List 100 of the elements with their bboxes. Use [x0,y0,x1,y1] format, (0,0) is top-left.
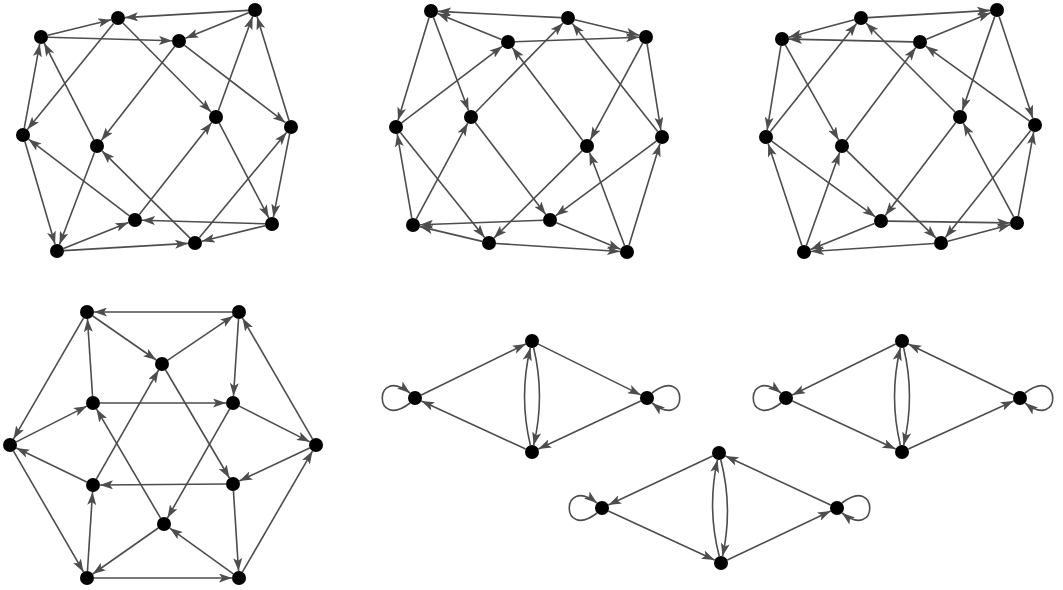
arrow [946,223,1012,242]
arrow [15,405,88,443]
arrow [232,490,243,572]
node-dot [86,478,100,492]
node-dot [128,213,142,227]
node-dot [86,396,100,410]
arrow [574,18,640,37]
node-dot [779,391,793,405]
node-dot [265,217,279,231]
arrow [201,224,266,243]
node-dot [482,236,496,250]
arrow [791,343,897,396]
arrow [436,12,503,41]
node-dot [389,120,403,134]
arrow [495,242,621,256]
node-dot [895,334,909,348]
arrow [961,15,996,112]
arrow [588,151,626,247]
arrow [791,400,897,450]
arrow [571,22,659,133]
arrow [770,140,877,218]
arrow [1024,384,1054,414]
arrow [83,318,94,397]
arrow [183,44,287,124]
arrow [218,122,270,219]
node-dot [543,213,557,227]
arrow [166,408,231,519]
arrow [607,455,714,506]
arrow [810,242,935,256]
arrow [841,494,871,524]
arrow [167,315,234,361]
arrow [752,382,782,412]
arrow [95,408,162,519]
arrow [893,347,902,446]
arrow [47,35,173,45]
arrow [846,150,937,239]
node-dot [934,236,948,250]
node-dot [232,305,246,319]
node-dot [655,130,669,144]
arrow [845,46,917,142]
node-dot [188,236,202,250]
node-dot [561,11,575,25]
arrow [241,450,314,573]
arrow [887,218,1011,228]
arrow [788,34,914,44]
arrow [907,400,1015,450]
arrow [229,318,240,397]
arrow [568,492,598,522]
arrow [238,447,311,482]
node-dot [835,139,849,153]
node-dot [830,501,844,515]
node-dot [775,32,789,46]
arrow [651,384,681,414]
node-dot [854,11,868,25]
arrow [805,151,841,247]
arrow [138,121,213,216]
node-dot [226,396,240,410]
node-dot [34,30,48,44]
node-dot [50,244,64,258]
node-dot [714,556,728,570]
node-dot [640,391,654,405]
arrow [710,459,721,557]
node-dot [408,391,422,405]
node-dot [155,357,169,371]
arrow [767,142,803,247]
node-dot [209,110,223,124]
arrow [91,527,160,575]
arrow [962,122,1015,218]
arrow [1017,131,1036,217]
arrow [124,9,249,22]
arrow [395,133,413,219]
arrow [122,22,212,113]
arrow [100,45,176,142]
node-dot [157,517,171,531]
arrow [168,527,235,575]
arrow [141,216,266,226]
arrow [764,45,782,131]
arrow [474,121,547,216]
arrow [511,46,584,142]
arrow [420,343,527,396]
arrow [397,16,430,122]
arrow [437,7,562,19]
arrow [93,573,233,583]
arrow [420,400,527,450]
node-dot [712,446,726,460]
node-dot [226,477,240,491]
arrow [907,343,1015,396]
node-dot [759,130,773,144]
arrow [15,447,88,483]
node-dot [424,4,438,18]
arrow [924,45,1031,122]
node-dot [990,3,1004,17]
node-dot [232,571,246,585]
node-dot [1010,216,1024,230]
arrow [998,15,1034,120]
arrow [726,510,832,561]
arrow [43,42,95,141]
arrow [99,398,227,408]
arrow [415,122,469,220]
arrow [400,45,504,124]
